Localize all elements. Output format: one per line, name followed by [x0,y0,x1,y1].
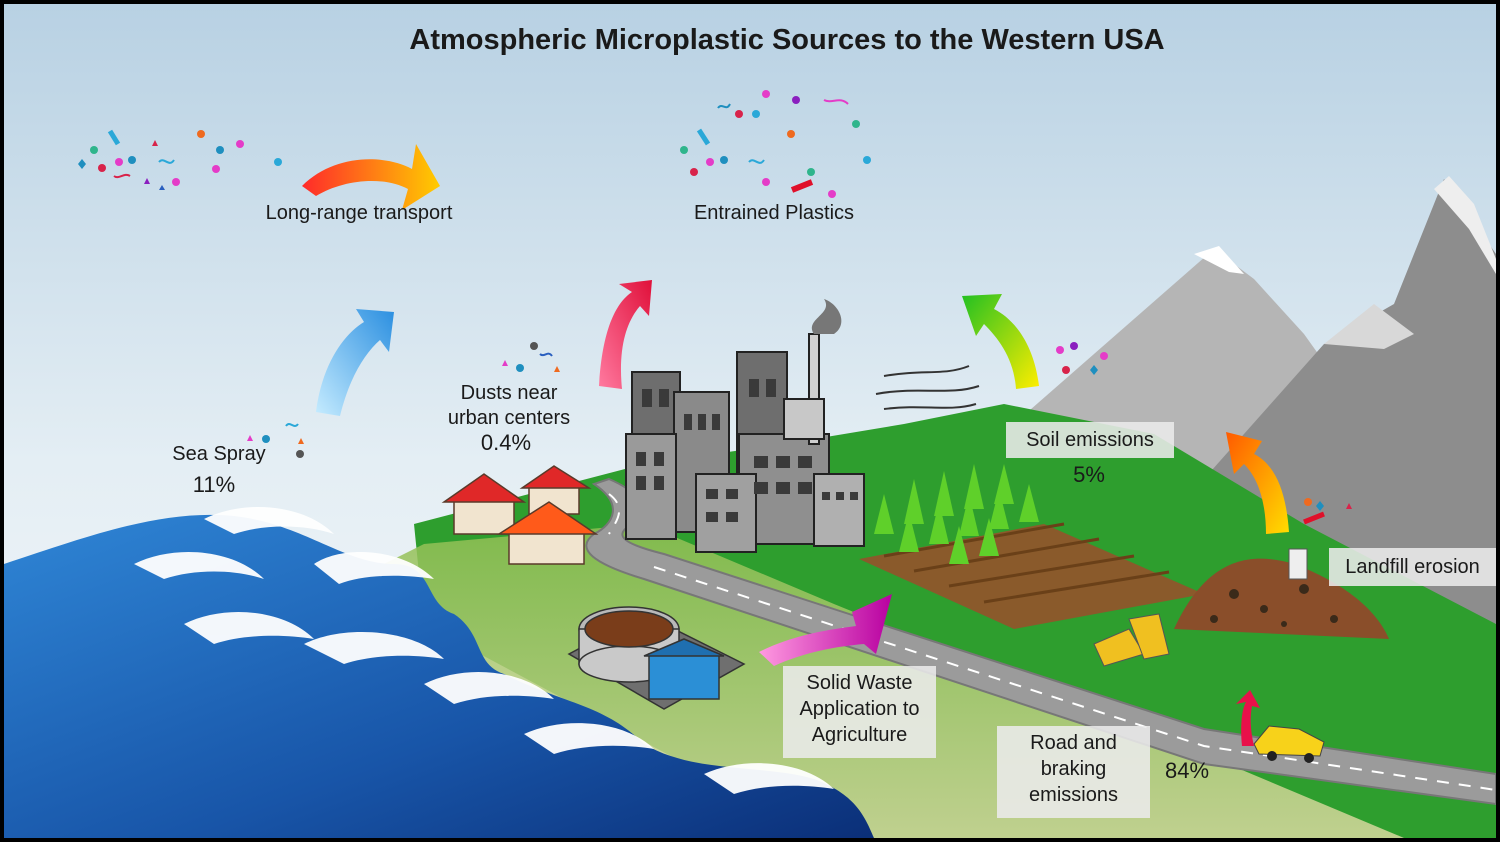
label-road-line1: Road and [1030,732,1117,754]
diagram-title: Atmospheric Microplastic Sources to the … [409,24,1165,56]
label-dusts-line1: Dusts near [460,382,558,404]
label-solid-waste-line1: Solid Waste [806,672,913,694]
soil-emissions-arrow [962,294,1039,389]
label-road-line2: braking [1040,758,1107,780]
pct-sea-spray: 11% [192,472,236,497]
long-range-transport-arrow [302,144,440,210]
label-soil-emissions: Soil emissions [1026,429,1154,451]
particles-soil [1056,342,1108,375]
pct-dusts: 0.4% [480,430,532,455]
particles-landfill [1303,498,1352,525]
diagram-stage: Atmospheric Microplastic Sources to the … [4,4,1496,838]
label-solid-waste-line3: Agriculture [811,724,908,746]
scene-illustration [4,4,1496,838]
particles-long-range [78,129,282,190]
box-landfill-erosion: Landfill erosion [1329,548,1496,586]
ocean-waves [4,507,874,838]
label-solid-waste-line2: Application to [799,698,920,720]
pct-road: 84% [1164,758,1210,783]
farm-field [859,464,1204,629]
particles-sea-spray [247,423,304,458]
pct-soil: 5% [1073,462,1105,487]
solid-waste-arrow [759,594,892,666]
box-road-braking: Road and braking emissions [997,726,1150,818]
label-dusts-line2: urban centers [447,407,571,429]
box-solid-waste: Solid Waste Application to Agriculture [783,666,936,758]
label-road-line3: emissions [1029,784,1118,806]
city-buildings [625,299,865,553]
car [1253,725,1325,763]
box-soil-emissions: Soil emissions [1006,422,1174,458]
label-long-range-transport: Long-range transport [265,202,453,224]
particles-entrained [680,90,871,198]
wastewater-plant [567,606,746,710]
urban-dust-arrow [599,280,652,389]
landfill [1093,548,1389,667]
wind-lines [875,365,980,410]
label-sea-spray: Sea Spray [172,443,266,465]
label-landfill-erosion: Landfill erosion [1345,556,1480,578]
particles-urban [502,342,560,372]
sea-spray-arrow [316,309,394,416]
road-emissions-arrow [1236,690,1260,746]
label-entrained-plastics: Entrained Plastics [693,202,855,224]
landfill-erosion-arrow [1226,432,1289,534]
houses [441,465,599,565]
